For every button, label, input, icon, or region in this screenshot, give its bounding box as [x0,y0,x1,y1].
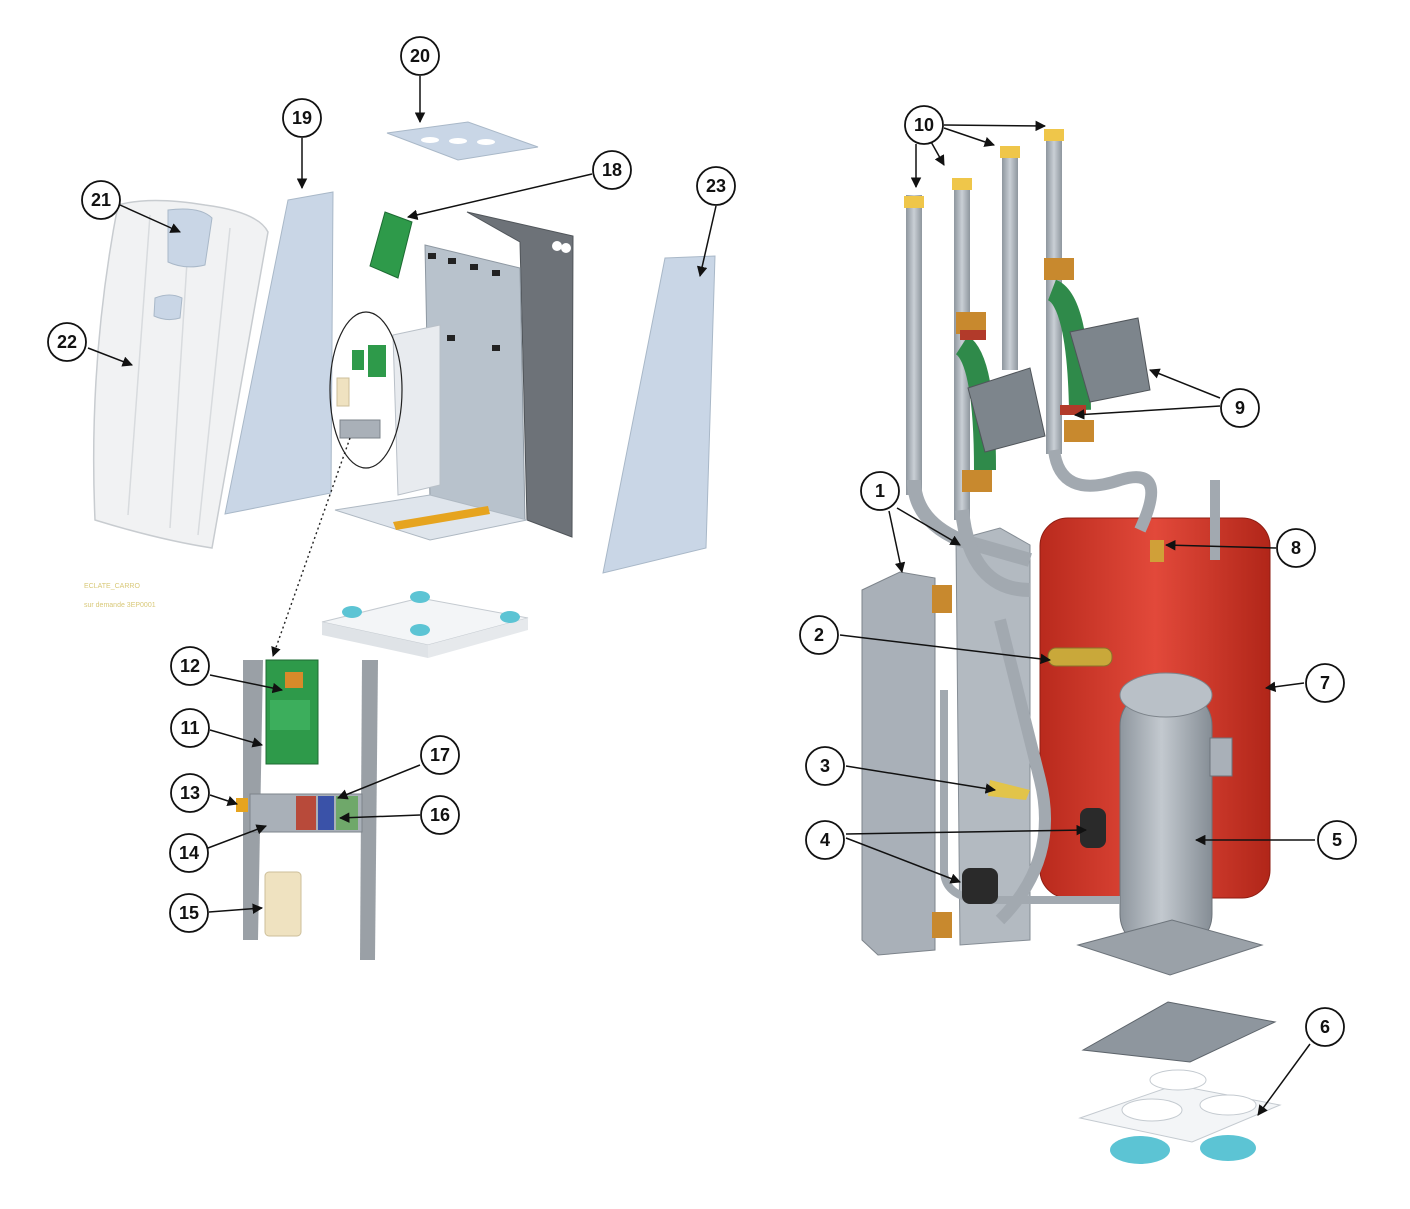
hydraulic-module [861,129,1271,976]
svg-text:16: 16 [430,805,450,825]
callout-22: 22 [47,322,87,362]
callout-23: 23 [696,166,736,206]
callout-19: 19 [282,98,322,138]
electrical-inset [236,659,378,960]
svg-text:11: 11 [180,718,199,738]
control-board-small [369,211,413,279]
svg-text:2: 2 [814,625,824,645]
electrics-highlight [329,311,403,469]
callout-17: 17 [420,735,460,775]
callout-6: 6 [1305,1007,1345,1047]
callout-12: 12 [170,646,210,686]
side-panel-left [224,191,334,515]
callout-8: 8 [1276,528,1316,568]
svg-text:13: 13 [180,783,200,803]
svg-text:6: 6 [1320,1017,1330,1037]
detail-leader [271,437,351,657]
svg-text:19: 19 [292,108,312,128]
svg-text:15: 15 [179,903,199,923]
svg-text:23: 23 [706,176,726,196]
capacitor [264,871,302,937]
side-panel-right [602,255,716,574]
callouts [87,76,1315,1116]
svg-text:18: 18 [602,160,622,180]
svg-text:22: 22 [57,332,77,352]
back-plate [466,211,574,538]
electrics-inset [336,345,386,439]
svg-text:20: 20 [410,46,430,66]
callout-18: 18 [592,150,632,190]
svg-text:10: 10 [914,115,934,135]
callout-14: 14 [169,833,209,873]
callout-3: 3 [805,746,845,786]
svg-text:21: 21 [91,190,111,210]
svg-text:1: 1 [875,481,885,501]
cabinet-base [321,591,529,658]
callout-10: 10 [904,105,944,145]
top-panel [386,121,539,161]
svg-text:4: 4 [820,830,830,850]
callout-20: 20 [400,36,440,76]
callout-2: 2 [799,615,839,655]
chassis [334,244,528,541]
callout-16: 16 [420,795,460,835]
svg-text:3: 3 [820,756,830,776]
callout-1: 1 [860,471,900,511]
svg-text:8: 8 [1291,538,1301,558]
callout-13: 13 [170,773,210,813]
callout-7: 7 [1305,663,1345,703]
callout-bubbles: 20 19 18 21 22 23 12 11 13 14 15 17 16 1… [47,36,1357,1047]
anti-vibration-base [1078,1001,1282,1164]
drawing-note-line2: sur demande 3EP0001 [84,602,156,609]
svg-text:9: 9 [1235,398,1245,418]
svg-text:14: 14 [179,843,199,863]
svg-text:5: 5 [1332,830,1342,850]
svg-text:7: 7 [1320,673,1330,693]
drawing-note-line1: ECLATE_CARRO [84,583,140,590]
callout-15: 15 [169,893,209,933]
callout-4: 4 [805,820,845,860]
svg-text:17: 17 [430,745,450,765]
callout-11: 11 [170,708,210,748]
callout-5: 5 [1317,820,1357,860]
callout-21: 21 [81,180,121,220]
svg-text:12: 12 [180,656,200,676]
callout-9: 9 [1220,388,1260,428]
